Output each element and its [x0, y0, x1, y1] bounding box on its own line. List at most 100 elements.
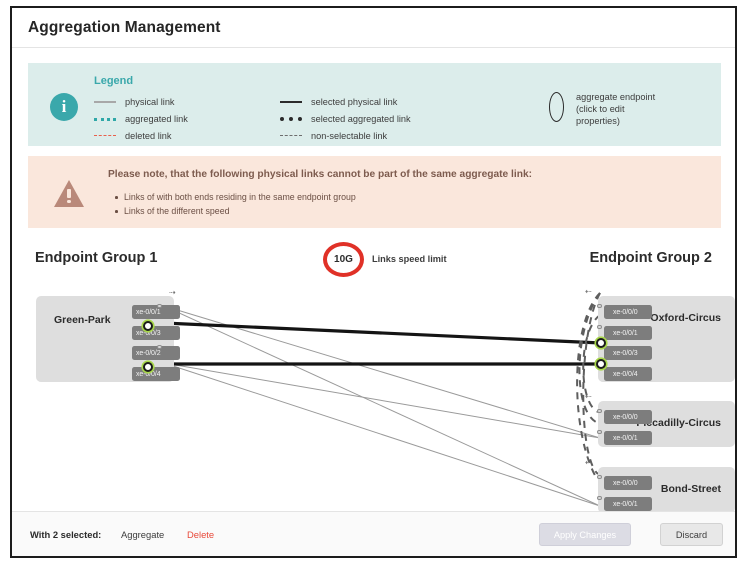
port-connector-dot[interactable]	[597, 408, 602, 414]
warning-heading: Please note, that the following physical…	[108, 169, 532, 180]
aggregated-link-line-icon	[94, 114, 116, 124]
group-direction-arrow-icon: ⇠	[585, 458, 592, 467]
link-lines	[163, 292, 602, 507]
warning-bullet: Links of the different speed	[114, 204, 356, 218]
legend-panel: i Legend physical link aggregated link d…	[28, 63, 721, 146]
selection-count-label: With 2 selected:	[30, 529, 102, 540]
selected-physical-link-line-icon	[280, 97, 302, 107]
legend-label: non-selectable link	[311, 130, 388, 141]
legend-item-aggregated-link: aggregated link	[94, 110, 188, 127]
physical-link	[163, 305, 601, 439]
group-direction-arrow-icon: ⇠	[585, 392, 592, 401]
port-xe-0-0-4[interactable]: xe-0/0/4	[604, 367, 652, 381]
legend-label: aggregated link	[125, 113, 188, 124]
port-connector-dot[interactable]	[597, 474, 602, 480]
warning-panel: Please note, that the following physical…	[28, 156, 721, 228]
port-connector-dot-selected[interactable]	[596, 359, 606, 369]
port-connector-dot[interactable]	[597, 324, 602, 330]
port-label: xe-0/0/0	[613, 308, 638, 316]
node-label: Piccadilly-Circus	[636, 417, 721, 429]
port-xe-0-0-1[interactable]: xe-0/0/1	[604, 431, 652, 445]
node-bond-street[interactable]: Bond-Street xe-0/0/0 xe-0/0/1	[598, 467, 735, 513]
port-label: xe-0/0/3	[136, 329, 161, 337]
legend-item-physical-link: physical link	[94, 93, 188, 110]
legend-column-2: selected physical link selected aggregat…	[280, 93, 411, 144]
port-label: xe-0/0/1	[136, 308, 161, 316]
port-connector-dot-selected[interactable]	[596, 338, 606, 348]
legend-item-non-selectable-link: non-selectable link	[280, 127, 411, 144]
delete-button[interactable]: Delete	[187, 529, 215, 540]
port-xe-0-0-1[interactable]: xe-0/0/1	[604, 497, 652, 511]
node-label: Oxford-Circus	[650, 312, 721, 324]
legend-label: physical link	[125, 96, 175, 107]
port-connector-dot-selected[interactable]	[143, 362, 153, 372]
page-title: Aggregation Management	[28, 18, 221, 36]
legend-label: selected physical link	[311, 96, 398, 107]
port-label: xe-0/0/1	[613, 434, 638, 442]
node-label: Green-Park	[54, 314, 111, 326]
node-label: Bond-Street	[660, 483, 721, 495]
port-xe-0-0-2[interactable]: xe-0/0/2	[132, 346, 180, 360]
deleted-link-line-icon	[94, 131, 116, 141]
node-oxford-circus[interactable]: Oxford-Circus xe-0/0/0 xe-0/0/1 xe-0/0/3…	[598, 296, 735, 382]
port-xe-0-0-1[interactable]: xe-0/0/1	[604, 326, 652, 340]
port-label: xe-0/0/0	[613, 413, 638, 421]
physical-link	[163, 305, 601, 507]
non-selectable-link-line-icon	[280, 131, 302, 141]
discard-button[interactable]: Discard	[660, 523, 723, 546]
non-selectable-link	[582, 314, 601, 413]
physical-link-line-icon	[94, 97, 116, 107]
speed-limit-badge: 10G	[323, 242, 364, 277]
port-connector-dot[interactable]	[597, 495, 602, 501]
endpoint-group-2-title: Endpoint Group 2	[589, 250, 712, 266]
aggregate-endpoint-ellipse-icon	[549, 92, 564, 122]
legend-label: aggregate endpoint (click to edit proper…	[576, 92, 656, 126]
aggregation-management-window: Aggregation Management i Legend physical…	[10, 6, 737, 558]
port-connector-dot[interactable]	[157, 303, 162, 309]
aggregate-button[interactable]: Aggregate	[121, 529, 165, 540]
port-xe-0-0-4[interactable]: xe-0/0/4	[132, 367, 180, 381]
legend-item-selected-aggregated-link: selected aggregated link	[280, 110, 411, 127]
physical-link	[163, 362, 601, 439]
non-selectable-link	[578, 292, 601, 424]
group-direction-arrow-icon: ⇢	[169, 288, 176, 297]
node-green-park[interactable]: Green-Park xe-0/0/1 xe-0/0/3 xe-0/0/2 xe…	[36, 296, 180, 382]
port-xe-0-0-3[interactable]: xe-0/0/3	[132, 326, 180, 340]
non-selectable-link	[576, 292, 601, 480]
info-icon: i	[50, 93, 78, 121]
port-connector-dot[interactable]	[597, 429, 602, 435]
legend-label: deleted link	[125, 130, 172, 141]
action-toolbar: With 2 selected: Aggregate Delete Apply …	[12, 511, 735, 556]
legend-label: selected aggregated link	[311, 113, 411, 124]
endpoint-group-1-title: Endpoint Group 1	[35, 250, 158, 266]
port-label: xe-0/0/1	[613, 500, 638, 508]
port-connector-dot-selected[interactable]	[143, 321, 153, 331]
port-label: xe-0/0/1	[613, 329, 638, 337]
port-xe-0-0-0[interactable]: xe-0/0/0	[604, 476, 652, 490]
warning-bullet: Links of with both ends residing in the …	[114, 190, 356, 204]
port-label: xe-0/0/3	[613, 349, 638, 357]
non-selectable-link	[582, 292, 601, 475]
window-titlebar: Aggregation Management	[12, 8, 735, 48]
group-direction-arrow-icon: ⇠	[585, 287, 592, 296]
legend-column-1: physical link aggregated link deleted li…	[94, 93, 188, 144]
warning-bullet-list: Links of with both ends residing in the …	[114, 190, 356, 218]
port-xe-0-0-0[interactable]: xe-0/0/0	[604, 305, 652, 319]
port-xe-0-0-0[interactable]: xe-0/0/0	[604, 410, 652, 424]
node-piccadilly-circus[interactable]: Piccadilly-Circus xe-0/0/0 xe-0/0/1	[598, 401, 735, 447]
speed-limit-label: Links speed limit	[372, 254, 447, 264]
port-label: xe-0/0/4	[136, 370, 161, 378]
legend-item-deleted-link: deleted link	[94, 127, 188, 144]
port-connector-dot[interactable]	[157, 344, 162, 350]
port-label: xe-0/0/2	[136, 349, 161, 357]
physical-link	[163, 362, 601, 507]
selected-aggregated-link-line-icon	[280, 114, 302, 124]
port-xe-0-0-3[interactable]: xe-0/0/3	[604, 346, 652, 360]
apply-changes-button[interactable]: Apply Changes	[539, 523, 631, 546]
port-connector-dot[interactable]	[597, 303, 602, 309]
selected-physical-link	[163, 321, 602, 345]
port-label: xe-0/0/0	[613, 479, 638, 487]
port-xe-0-0-1[interactable]: xe-0/0/1	[132, 305, 180, 319]
legend-title: Legend	[94, 75, 134, 87]
topology-canvas[interactable]: Green-Park xe-0/0/1 xe-0/0/3 xe-0/0/2 xe…	[12, 283, 735, 526]
